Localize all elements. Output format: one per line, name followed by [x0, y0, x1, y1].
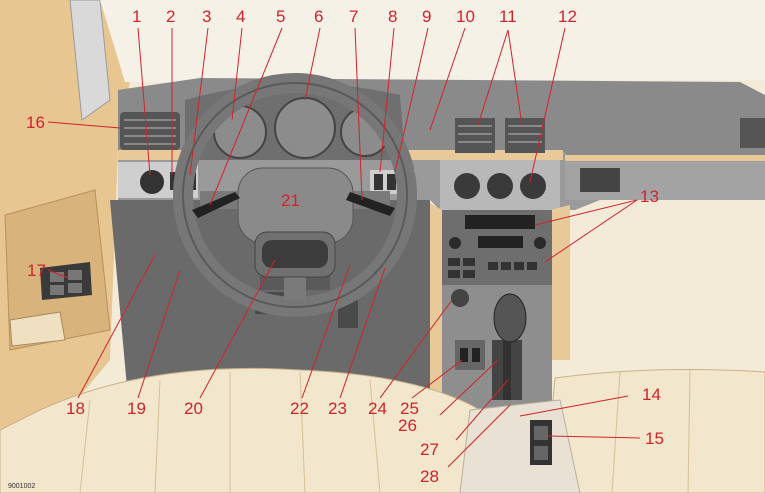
- console-switch: [472, 348, 480, 362]
- radio-knob-left: [449, 237, 461, 249]
- left-seat: [0, 367, 481, 493]
- callout-21: 21: [281, 191, 300, 210]
- steering-wheel-rim-edge: [182, 82, 408, 308]
- seat-heater-switch: [534, 426, 548, 440]
- callout-18: 18: [66, 399, 85, 418]
- console-switches: [455, 340, 485, 370]
- callout-15: 15: [645, 429, 664, 448]
- window-switch: [68, 283, 82, 293]
- cassette-slot: [465, 215, 535, 229]
- door-handle: [9, 311, 66, 347]
- callout-9: 9: [422, 7, 431, 26]
- callout-25: 25: [400, 399, 419, 418]
- callout-16: 16: [26, 113, 45, 132]
- climate-knob-left: [454, 173, 480, 199]
- left-stalk: [192, 192, 240, 218]
- callout-17: 17: [27, 261, 46, 280]
- light-switch: [140, 170, 164, 194]
- callout-14: 14: [642, 385, 661, 404]
- right-air-vent: [740, 118, 765, 148]
- left-seat-pleats: [79, 371, 381, 493]
- windshield-pillar: [69, 0, 111, 121]
- callout-11: 11: [499, 7, 517, 26]
- right-seat-pleats: [611, 369, 691, 493]
- gear-shaft: [503, 320, 511, 400]
- climate-knob-center: [487, 173, 513, 199]
- callout-27: 27: [420, 440, 439, 459]
- radio-preset-buttons: [448, 258, 537, 278]
- windshield: [100, 0, 765, 82]
- gauge-center: [274, 97, 336, 159]
- glovebox-latch: [580, 168, 620, 192]
- cigarette-lighter: [451, 289, 469, 307]
- rocker-switch: [374, 174, 383, 190]
- window-switch-panel: [40, 262, 92, 300]
- callout-20: 20: [184, 399, 203, 418]
- center-vent-left: [455, 118, 495, 153]
- callout-12: 12: [558, 7, 577, 26]
- callout-3: 3: [202, 7, 211, 26]
- console-switch: [460, 348, 468, 362]
- window-switch: [68, 270, 82, 280]
- callout-22: 22: [290, 399, 309, 418]
- callout-1: 1: [132, 7, 141, 26]
- center-vent-slats: [458, 125, 542, 143]
- left-vent-slats: [124, 119, 176, 145]
- center-vent-right: [505, 118, 545, 153]
- callout-19: 19: [127, 399, 146, 418]
- climate-knob-right: [520, 173, 546, 199]
- console-side-right: [550, 205, 570, 360]
- figure-code: 9001002: [8, 483, 35, 490]
- callout-labels: 1 2 3 4 5 6 7 8 9 10 11 12 13 14 15 16 1…: [26, 7, 664, 486]
- horn-pad-inset: [262, 240, 328, 268]
- gear-knob: [493, 293, 527, 343]
- callout-6: 6: [314, 7, 323, 26]
- callout-2: 2: [166, 7, 175, 26]
- left-air-vent: [120, 112, 180, 150]
- seat-heater-switch: [534, 446, 548, 460]
- window-switch: [50, 285, 64, 295]
- rocker-switch: [387, 174, 396, 190]
- callout-5: 5: [276, 7, 285, 26]
- callout-7: 7: [349, 7, 358, 26]
- callout-8: 8: [388, 7, 397, 26]
- callout-23: 23: [328, 399, 347, 418]
- radio-display: [478, 236, 523, 248]
- right-stalk: [346, 192, 395, 216]
- callout-24: 24: [368, 399, 387, 418]
- radio-knob-right: [534, 237, 546, 249]
- leader-lines: [47, 27, 641, 468]
- callout-26: 26: [398, 416, 417, 435]
- callout-13: 13: [640, 187, 659, 206]
- dashboard-trim-right: [565, 155, 765, 161]
- window-switch: [50, 272, 64, 282]
- callout-10: 10: [456, 7, 475, 26]
- callout-4: 4: [236, 7, 245, 26]
- callout-28: 28: [420, 467, 439, 486]
